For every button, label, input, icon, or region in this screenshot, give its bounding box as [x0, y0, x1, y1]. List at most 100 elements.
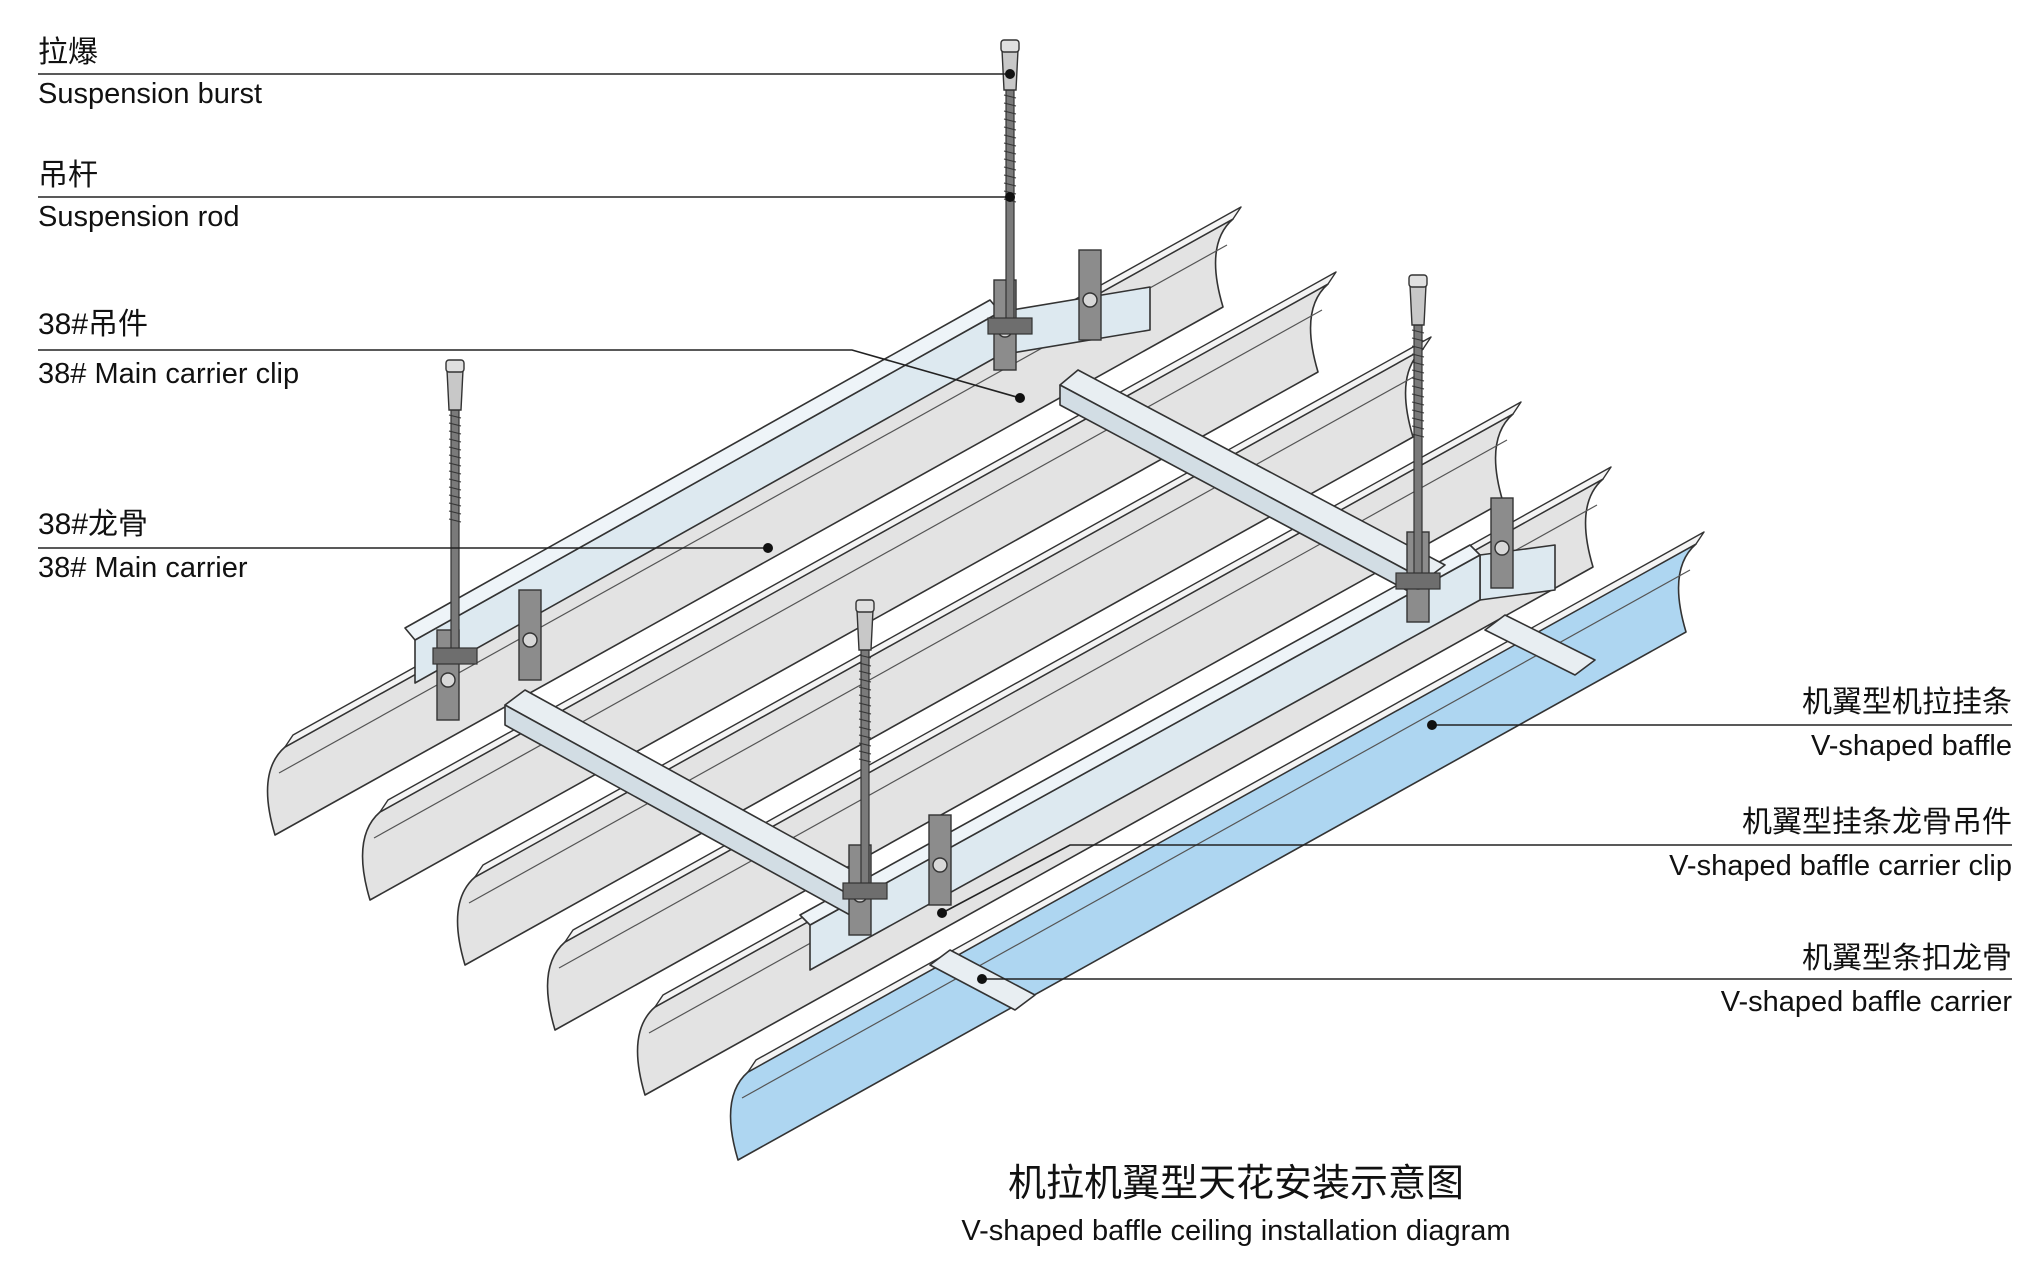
rod-thread — [858, 734, 872, 739]
baffle-crease — [468, 374, 1418, 904]
suspension-rod — [1395, 274, 1441, 590]
baffle-carrier-front — [504, 614, 1596, 1011]
label-zh: 机翼型条扣龙骨 — [1802, 942, 2012, 975]
rod-thread — [1003, 126, 1017, 131]
carrier-clip — [518, 589, 542, 681]
carrier-clip — [1078, 249, 1102, 341]
anchor-bolt — [1409, 284, 1427, 326]
rod-thread — [448, 422, 462, 427]
rod-thread — [1411, 329, 1425, 334]
label-v-baffle-clip: 机翼型挂条龙骨吊件 V-shaped baffle carrier clip — [1669, 806, 2012, 882]
rod-thread — [1003, 102, 1017, 107]
rod-thread — [858, 678, 872, 683]
rod-thread — [858, 710, 872, 715]
rod-thread — [448, 430, 462, 435]
suspension-rod — [432, 359, 478, 665]
v-baffle — [729, 531, 1705, 1161]
rod-thread — [858, 686, 872, 691]
label-en: V-shaped baffle carrier — [1721, 986, 2013, 1018]
baffle-lip — [564, 401, 1522, 943]
clip-bolt — [932, 857, 948, 873]
rod-thread — [1003, 94, 1017, 99]
rod-thread — [1003, 142, 1017, 147]
label-main-carrier-clip: 38#吊件 38# Main carrier clip — [38, 308, 299, 390]
label-en: V-shaped baffle — [1811, 730, 2012, 762]
label-suspension-burst: 拉爆 Suspension burst — [38, 36, 262, 110]
rod-thread — [1003, 174, 1017, 179]
baffle-crease — [741, 569, 1691, 1099]
anchor-head — [1000, 39, 1020, 53]
rod-thread — [1003, 110, 1017, 115]
rod-thread — [448, 414, 462, 419]
label-v-baffle: 机翼型机拉挂条 V-shaped baffle — [1802, 686, 2012, 762]
rod-thread — [448, 478, 462, 483]
rod-thread — [858, 758, 872, 763]
anchor-bolt — [856, 609, 874, 651]
label-zh: 机翼型挂条龙骨吊件 — [1742, 806, 2012, 839]
label-en: 38# Main carrier — [38, 552, 248, 584]
rod-thread — [1003, 166, 1017, 171]
rod-thread — [1003, 150, 1017, 155]
rod-thread — [1411, 345, 1425, 350]
rod-thread — [1003, 158, 1017, 163]
rod-thread — [448, 494, 462, 499]
diagram-title: 机拉机翼型天花安装示意图 V-shaped baffle ceiling ins… — [961, 1163, 1510, 1247]
rod-thread — [1411, 353, 1425, 358]
label-zh: 拉爆 — [38, 36, 98, 69]
rod-thread — [858, 702, 872, 707]
label-zh: 机翼型机拉挂条 — [1802, 686, 2012, 719]
label-en: V-shaped baffle carrier clip — [1669, 850, 2012, 882]
rod-thread — [448, 462, 462, 467]
rod-thread — [448, 454, 462, 459]
rod-thread — [448, 502, 462, 507]
rod-nut-plate — [1395, 572, 1441, 590]
rod-thread — [1411, 369, 1425, 374]
suspension-rod — [842, 599, 888, 900]
clip-bolt — [1082, 292, 1098, 308]
rod-thread — [1411, 417, 1425, 422]
rod-thread — [858, 694, 872, 699]
baffle-carrier-back — [1059, 369, 1446, 601]
carrier-clip — [928, 814, 952, 906]
rod-thread — [1003, 134, 1017, 139]
rod-thread — [448, 518, 462, 523]
anchor-head — [1408, 274, 1428, 288]
rod-thread — [1411, 361, 1425, 366]
rod-nut-plate — [432, 647, 478, 665]
label-zh: 38#吊件 — [38, 308, 148, 341]
label-zh: 38#龙骨 — [38, 508, 148, 541]
rod-shaft — [860, 649, 870, 896]
rod-thread — [448, 470, 462, 475]
carrier-clip — [1490, 497, 1514, 589]
rod-thread — [1411, 377, 1425, 382]
rod-thread — [858, 742, 872, 747]
rod-thread — [1411, 337, 1425, 342]
rod-nut-plate — [842, 882, 888, 900]
rod-thread — [858, 670, 872, 675]
rod-thread — [448, 446, 462, 451]
rod-thread — [1411, 393, 1425, 398]
anchor-bolt — [446, 369, 464, 411]
rod-thread — [1003, 182, 1017, 187]
label-v-baffle-carrier: 机翼型条扣龙骨 V-shaped baffle carrier — [1721, 942, 2013, 1018]
leader-lines — [38, 69, 2012, 984]
rod-thread — [858, 654, 872, 659]
rod-thread — [1003, 118, 1017, 123]
rod-thread — [1411, 433, 1425, 438]
rod-nut-plate — [987, 317, 1033, 335]
title-zh: 机拉机翼型天花安装示意图 — [1008, 1163, 1464, 1205]
rod-thread — [1411, 385, 1425, 390]
suspension-rods — [432, 39, 1441, 900]
baffle-crease — [373, 309, 1323, 839]
rod-thread — [858, 750, 872, 755]
rod-thread — [448, 510, 462, 515]
rod-thread — [858, 718, 872, 723]
rod-thread — [448, 486, 462, 491]
rod-thread — [858, 726, 872, 731]
title-en: V-shaped baffle ceiling installation dia… — [961, 1215, 1510, 1247]
rod-thread — [858, 662, 872, 667]
rod-thread — [1411, 425, 1425, 430]
rod-thread — [1411, 401, 1425, 406]
